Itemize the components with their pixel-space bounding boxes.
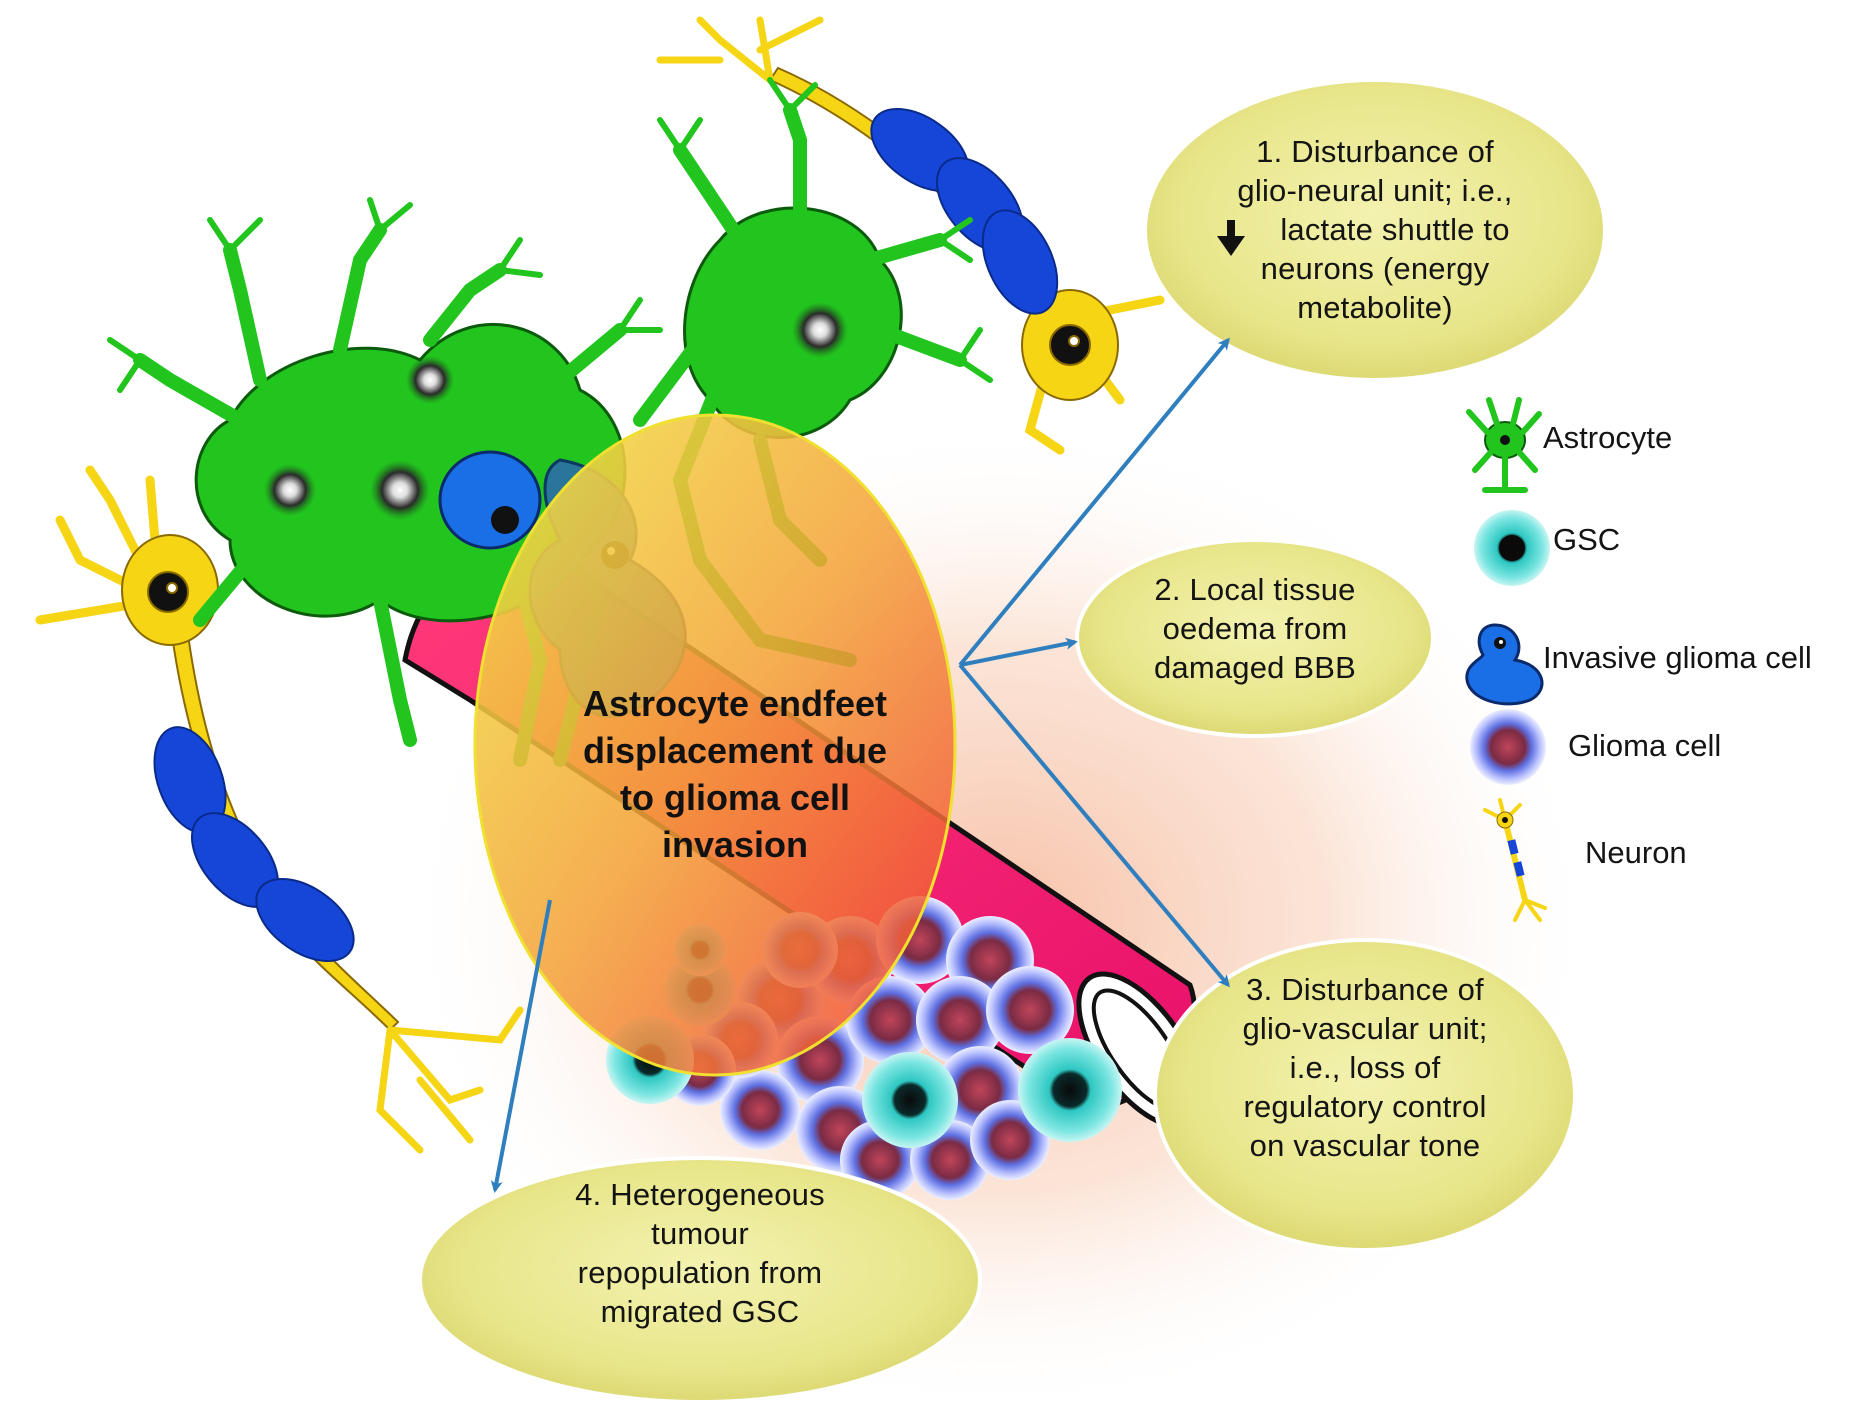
consequence-3-line-5: on vascular tone: [1249, 1128, 1481, 1163]
consequence-2-line-2: oedema from: [1162, 611, 1348, 646]
consequence-1-line-2: glio-neural unit; i.e.,: [1237, 173, 1513, 208]
consequence-3-line-2: glio-vascular unit;: [1242, 1011, 1488, 1046]
consequence-3-line-3: i.e., loss of: [1289, 1050, 1441, 1085]
tumour-glioma-cell: [916, 976, 1004, 1064]
center-label: Astrocyte endfeet displacement due to gl…: [535, 680, 935, 868]
tumour-gsc-cell: [1018, 1038, 1122, 1142]
arrow-to-consequence-3: [958, 663, 1230, 988]
center-line-3: to glioma cell: [619, 777, 851, 818]
legend-label-gsc: GSC: [1553, 522, 1621, 557]
arrow-to-consequence-1: [958, 337, 1230, 667]
legend-label-invasive-glioma-cell: Invasive glioma cell: [1543, 640, 1812, 675]
gsc-icon: [1474, 510, 1550, 586]
myelin-left: [153, 726, 355, 963]
consequence-3-bubble: [1153, 938, 1577, 1252]
glioma-cell-icon: [1470, 709, 1546, 785]
neuron-icon: [1483, 798, 1547, 922]
invasive-glioma-cell-icon: [1465, 623, 1544, 706]
legend-label-neuron: Neuron: [1585, 835, 1687, 870]
consequence-2-line-1: 2. Local tissue: [1154, 572, 1356, 607]
center-line-1: Astrocyte endfeet: [582, 683, 888, 724]
consequence-4-line-4: migrated GSC: [600, 1294, 800, 1329]
consequence-4-line-1: 4. Heterogeneous: [575, 1177, 825, 1212]
consequence-1-line-5: metabolite): [1297, 290, 1453, 325]
consequence-3-line-1: 3. Disturbance of: [1246, 972, 1484, 1007]
consequence-1-bubble: [1143, 78, 1607, 382]
consequence-3-text: 3. Disturbance of glio-vascular unit; i.…: [1185, 970, 1545, 1165]
legend: [1465, 397, 1550, 922]
consequence-3-line-4: regulatory control: [1243, 1089, 1487, 1124]
arrows: [490, 337, 1230, 1193]
tumour-glioma-cell: [986, 966, 1074, 1054]
consequence-1-line-3: lactate shuttle to: [1280, 212, 1510, 247]
center-line-4: invasion: [661, 824, 809, 865]
consequence-1-line-4: neurons (energy: [1260, 251, 1490, 286]
consequence-2-text: 2. Local tissue oedema from damaged BBB: [1095, 570, 1415, 687]
consequence-1-line-1: 1. Disturbance of: [1256, 134, 1494, 169]
arrow-to-consequence-4: [490, 899, 552, 1193]
arrow-to-consequence-2: [959, 637, 1078, 667]
tumour-gsc-cell: [862, 1052, 958, 1148]
consequence-4-text: 4. Heterogeneous tumour repopulation fro…: [480, 1175, 920, 1331]
consequence-4-line-2: tumour: [651, 1216, 749, 1251]
astrocytes: [107, 77, 993, 767]
tumour-glioma-cell: [720, 1070, 800, 1150]
center-highlight: [473, 413, 957, 1077]
consequence-4-bubble: [418, 1156, 982, 1404]
consequence-2-line-3: damaged BBB: [1153, 650, 1357, 685]
legend-label-glioma-cell: Glioma cell: [1568, 728, 1722, 763]
consequence-1-text: 1. Disturbance of glio-neural unit; i.e.…: [1195, 132, 1555, 327]
center-line-2: displacement due: [582, 730, 888, 771]
consequence-4-line-3: repopulation from: [577, 1255, 823, 1290]
legend-label-astrocyte: Astrocyte: [1543, 420, 1673, 455]
down-arrow-icon: [1217, 220, 1245, 256]
astrocyte-icon: [1466, 397, 1542, 493]
